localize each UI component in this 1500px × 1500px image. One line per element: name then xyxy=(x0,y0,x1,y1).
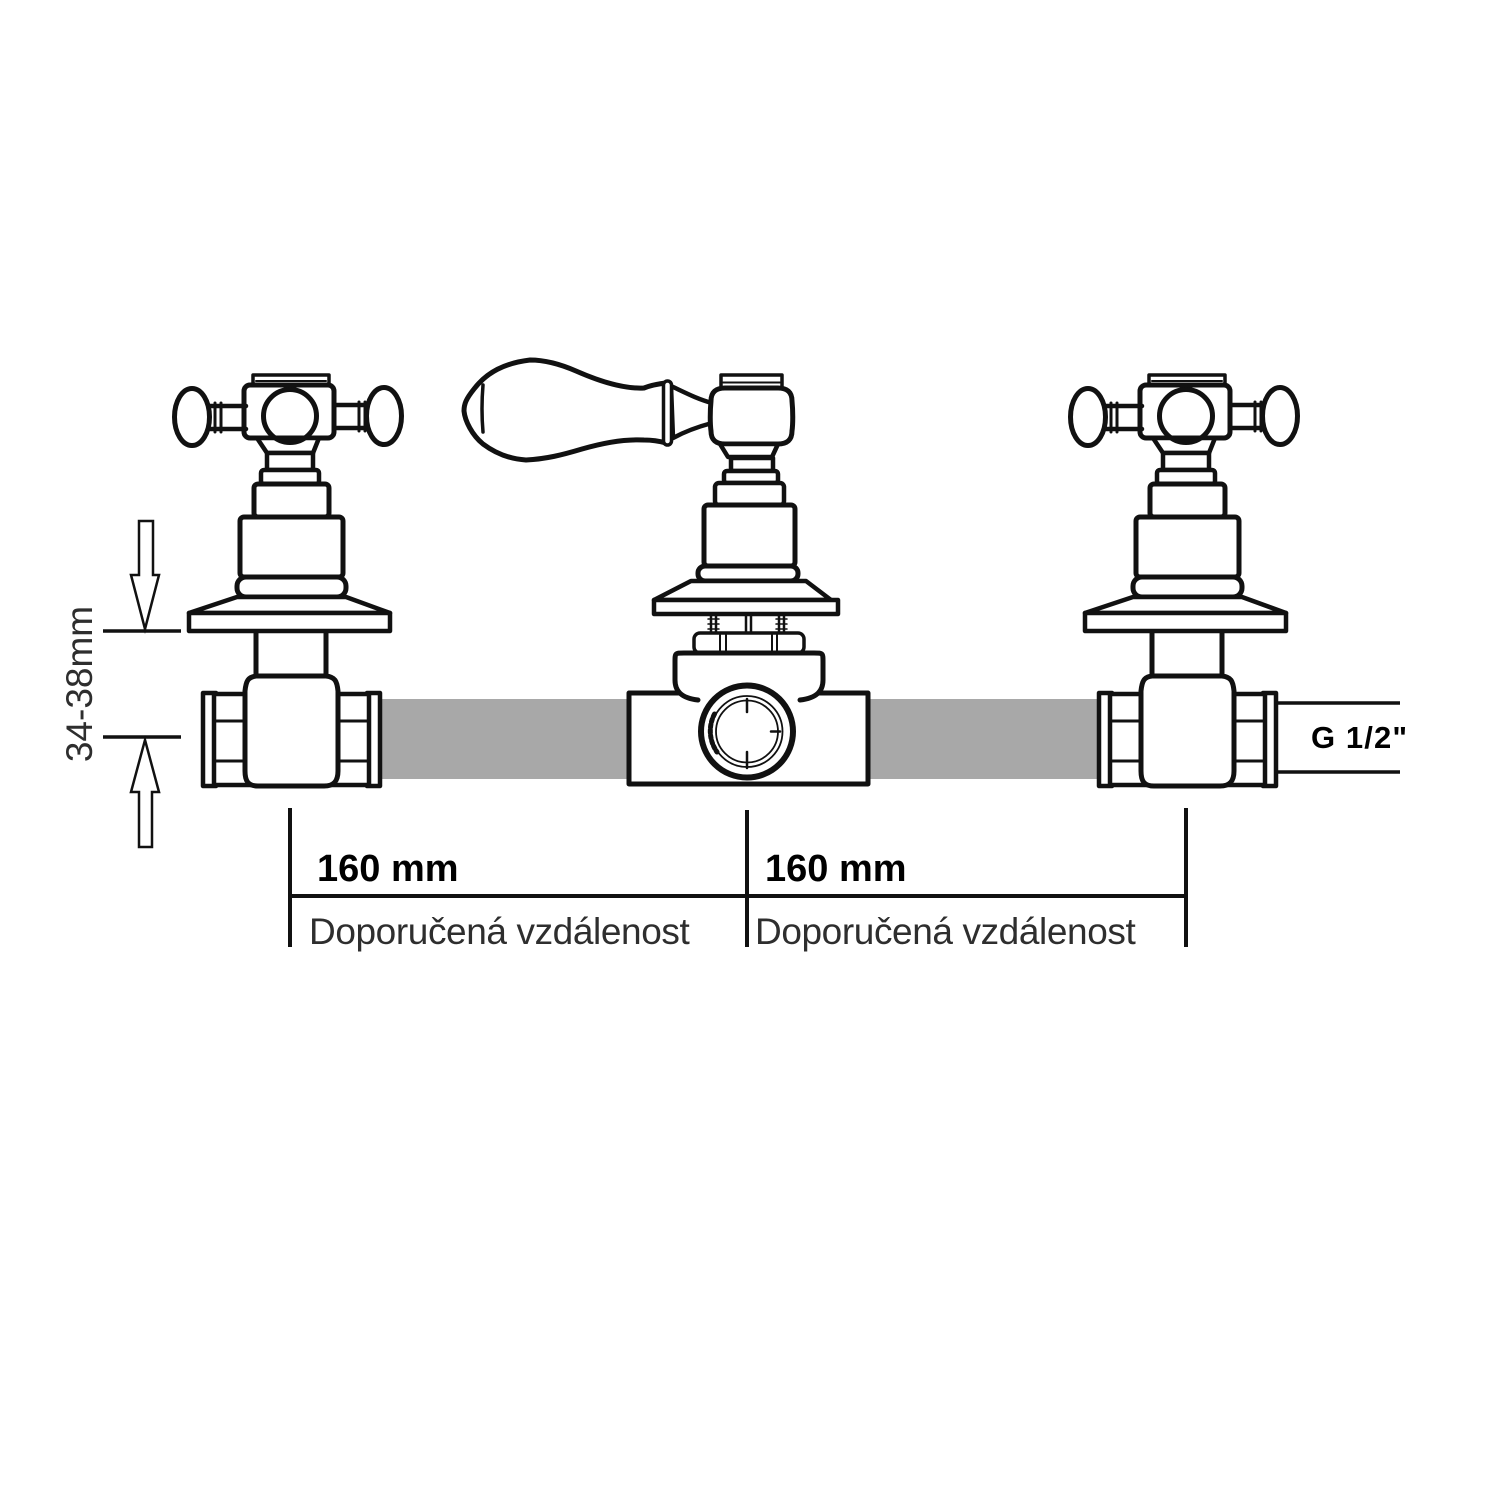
svg-text:34-38mm: 34-38mm xyxy=(59,606,100,762)
svg-text:G 1/2": G 1/2" xyxy=(1311,720,1408,755)
svg-text:Doporučená vzdálenost: Doporučená vzdálenost xyxy=(309,911,690,952)
svg-text:160 mm: 160 mm xyxy=(765,848,907,890)
svg-text:Doporučená vzdálenost: Doporučená vzdálenost xyxy=(755,911,1136,952)
svg-text:160 mm: 160 mm xyxy=(317,848,459,890)
